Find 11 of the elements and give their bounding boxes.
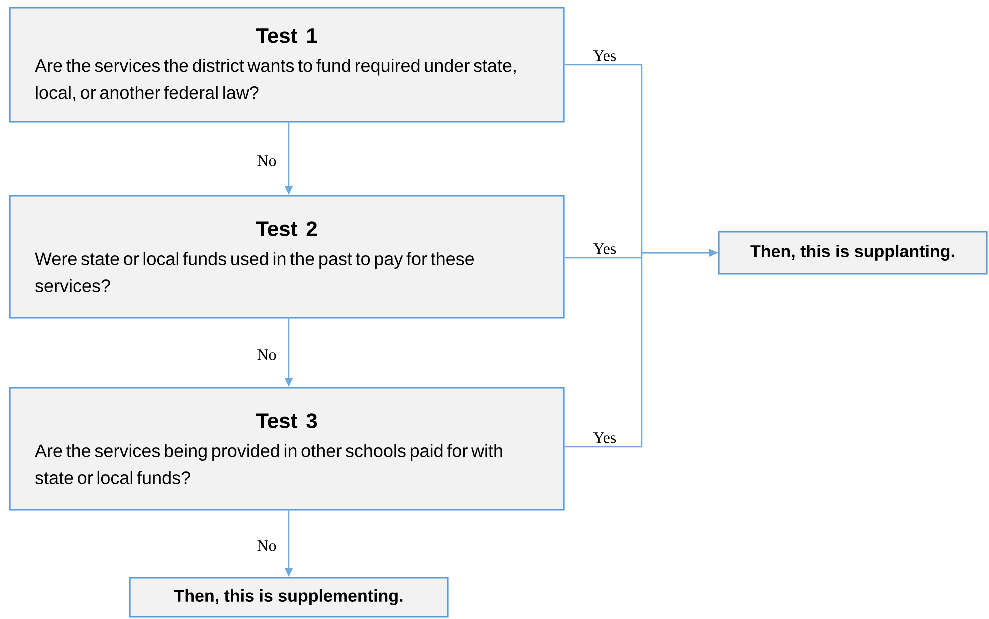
edge-label: Yes [592,432,618,444]
edge-label: No [256,540,278,552]
result-box: Then, this is supplementing. [129,577,449,618]
edge-label: No [256,154,278,168]
edge-label: Yes [592,50,618,62]
edge-label: No [256,348,278,362]
process-box: Test 1 Are the services the district wants to fund required under state, local, or another federal law? [9,7,565,123]
process-box: Test 2 Were state or local funds used in the past to pay for these services? [9,195,565,319]
edge-label: Yes [592,242,618,256]
result-box: Then, this is supplanting. [718,231,988,275]
process-box: Test 3 Are the services being provided in other schools paid for with state or local funds? [9,387,565,511]
